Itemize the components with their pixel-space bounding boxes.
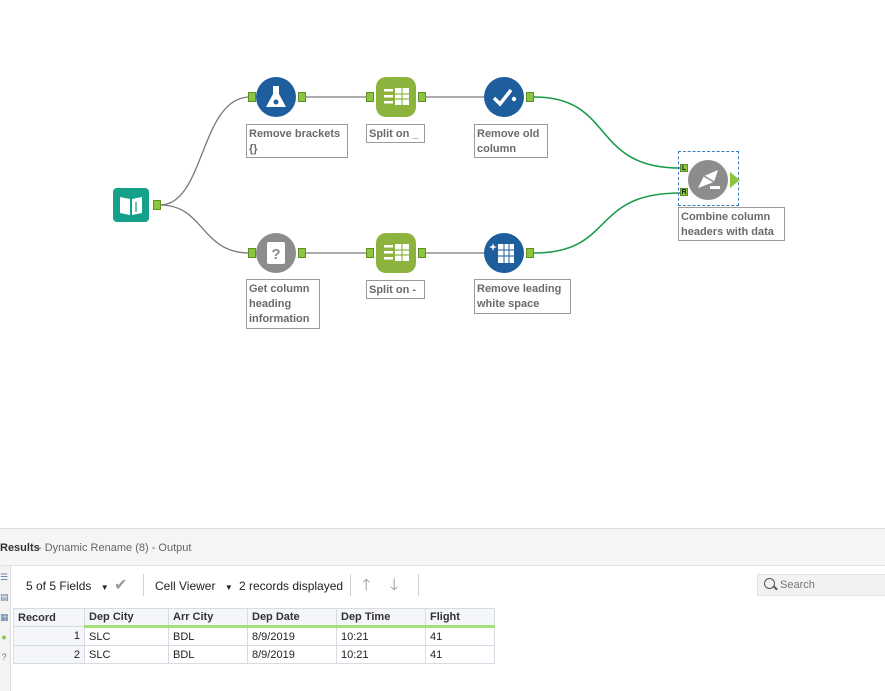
results-side-icons: ☰ ▤ ▦ ● ? (0, 566, 11, 691)
workflow-canvas[interactable]: Remove brackets {} Split on _ Remove old… (0, 0, 885, 528)
results-grid: Record Dep City Arr City Dep Date Dep Ti… (13, 608, 495, 664)
table-cell[interactable]: SLC (84, 645, 169, 664)
results-panel: Results - Dynamic Rename (8) - Output ☰ … (0, 528, 885, 691)
text-to-columns-icon (384, 244, 409, 261)
help-icon[interactable]: ? (1, 652, 7, 662)
apply-check-icon[interactable]: ✔ (114, 577, 128, 594)
fields-dropdown-label: 5 of 5 Fields (26, 579, 92, 593)
arrow-up-icon[interactable]: 🡑 (362, 577, 371, 594)
check-select-icon (492, 88, 517, 107)
remove-brackets-input-anchor[interactable] (248, 92, 256, 102)
remove-brackets-output-anchor[interactable] (298, 92, 306, 102)
record-cell[interactable]: 1 (13, 626, 85, 646)
table-cell[interactable]: 41 (425, 645, 495, 664)
table-cell[interactable]: 8/9/2019 (247, 626, 337, 646)
get-column-heading-tool[interactable]: ? (256, 233, 296, 273)
grid-icon[interactable]: ▦ (0, 612, 9, 622)
column-header-dep-city[interactable]: Dep City (84, 608, 169, 628)
split-underscore-output-anchor[interactable] (418, 92, 426, 102)
text-to-columns-icon (384, 88, 409, 105)
cell-viewer-label: Cell Viewer (155, 579, 216, 593)
column-header-flight[interactable]: Flight (425, 608, 495, 628)
split-dash-label: Split on - (366, 280, 425, 299)
connections-layer (159, 96, 681, 254)
arrow-down-icon[interactable]: 🡓 (390, 577, 399, 594)
split-dash-output-anchor[interactable] (418, 248, 426, 258)
results-subtitle: - Dynamic Rename (8) - Output (38, 542, 192, 554)
record-cell[interactable]: 2 (13, 645, 85, 664)
get-column-heading-label: Get column heading information (246, 279, 320, 329)
records-displayed: 2 records displayed (239, 579, 344, 593)
table-cell[interactable]: 10:21 (336, 626, 426, 646)
get-column-heading-output-anchor[interactable] (298, 248, 306, 258)
table-cell[interactable]: BDL (168, 626, 248, 646)
table-cell[interactable]: 41 (425, 626, 495, 646)
fields-dropdown[interactable]: 5 of 5 Fields ▼ (26, 578, 109, 594)
connection-input-to-get-column-heading (159, 204, 251, 254)
column-header-record[interactable]: Record (13, 608, 85, 627)
cell-viewer-dropdown[interactable]: Cell Viewer ▼ (155, 578, 233, 594)
column-header-dep-date[interactable]: Dep Date (247, 608, 337, 628)
table-cell[interactable]: SLC (84, 626, 169, 646)
toolbar-divider (143, 574, 144, 596)
dynamic-rename-label: Combine column headers with data (678, 207, 785, 241)
dynamic-rename-icon (698, 170, 720, 189)
dynamic-rename-tool[interactable] (688, 160, 728, 200)
table-cell[interactable]: 10:21 (336, 645, 426, 664)
column-header-arr-city[interactable]: Arr City (168, 608, 248, 628)
search-icon (764, 578, 775, 589)
remove-old-column-tool[interactable] (484, 77, 524, 117)
column-header-dep-time[interactable]: Dep Time (336, 608, 426, 628)
split-underscore-label: Split on _ (366, 124, 425, 143)
dynamic-rename-output-anchor[interactable] (730, 172, 740, 188)
connection-to-join-right (533, 192, 681, 254)
remove-old-column-output-anchor[interactable] (526, 92, 534, 102)
split-dash-input-anchor[interactable] (366, 248, 374, 258)
toolbar-divider (418, 574, 419, 596)
table-view-icon[interactable]: ☰ (0, 572, 9, 582)
remove-whitespace-label: Remove leading white space (474, 279, 571, 314)
results-title: Results (0, 542, 40, 554)
data-cleansing-icon (489, 243, 514, 263)
flask-icon (266, 86, 286, 107)
remove-brackets-tool[interactable] (256, 77, 296, 117)
svg-text:?: ? (271, 246, 280, 263)
metadata-icon[interactable]: ▤ (0, 592, 9, 602)
table-row[interactable]: 2 SLC BDL 8/9/2019 10:21 41 (13, 645, 495, 664)
connection-input-to-remove-brackets (159, 96, 251, 206)
connection-to-join-left (533, 96, 681, 169)
chevron-down-icon: ▼ (100, 583, 109, 592)
table-cell[interactable]: 8/9/2019 (247, 645, 337, 664)
output-anchor-icon[interactable]: ● (1, 632, 7, 642)
search-input[interactable] (780, 577, 880, 593)
join-right-anchor[interactable]: R (680, 188, 688, 196)
table-cell[interactable]: BDL (168, 645, 248, 664)
get-column-heading-input-anchor[interactable] (248, 248, 256, 258)
remove-whitespace-tool[interactable] (484, 233, 524, 273)
split-dash-tool[interactable] (376, 233, 416, 273)
join-left-anchor[interactable]: L (680, 164, 688, 172)
table-row[interactable]: 1 SLC BDL 8/9/2019 10:21 41 (13, 626, 495, 646)
chevron-down-icon: ▼ (224, 583, 233, 592)
results-toolbar: 5 of 5 Fields ▼ ✔ Cell Viewer ▼ 2 record… (12, 567, 885, 605)
question-doc-icon: ? (267, 242, 285, 264)
results-header: Results - Dynamic Rename (8) - Output (0, 529, 885, 566)
search-box[interactable] (757, 574, 885, 596)
split-underscore-tool[interactable] (376, 77, 416, 117)
split-underscore-input-anchor[interactable] (366, 92, 374, 102)
remove-whitespace-output-anchor[interactable] (526, 248, 534, 258)
toolbar-divider (350, 574, 351, 596)
header-row: Record Dep City Arr City Dep Date Dep Ti… (13, 608, 495, 628)
input-data-tool[interactable] (113, 188, 149, 222)
remove-old-column-label: Remove old column (474, 124, 548, 158)
remove-brackets-label: Remove brackets {} (246, 124, 348, 158)
input-output-anchor[interactable] (153, 200, 161, 210)
book-icon (120, 197, 142, 215)
